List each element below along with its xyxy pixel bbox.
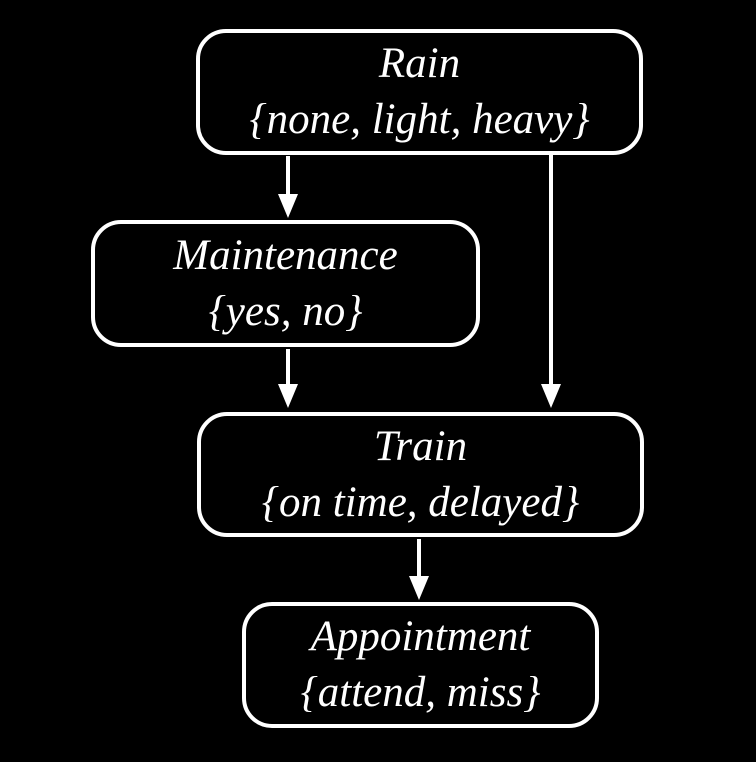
edge-maintenance-to-train-arrow — [278, 349, 298, 408]
node-maintenance-values: {yes, no} — [208, 287, 363, 335]
node-maintenance: Maintenance {yes, no} — [91, 220, 480, 347]
node-rain: Rain {none, light, heavy} — [196, 29, 643, 155]
node-appointment-label: Appointment — [310, 613, 531, 660]
edge-rain-to-maintenance-arrow — [278, 156, 298, 218]
node-appointment-values: {attend, miss} — [300, 669, 541, 716]
node-rain-label: Rain — [378, 40, 461, 87]
node-train-values: {on time, delayed} — [261, 478, 580, 526]
edge-rain-to-train-arrow — [541, 155, 561, 408]
node-appointment: Appointment {attend, miss} — [242, 602, 599, 728]
edge-train-to-appointment-arrow — [409, 539, 429, 600]
node-train-label: Train — [373, 422, 468, 470]
node-maintenance-label: Maintenance — [173, 231, 398, 279]
node-train: Train {on time, delayed} — [197, 412, 644, 537]
node-rain-values: {none, light, heavy} — [249, 96, 590, 143]
